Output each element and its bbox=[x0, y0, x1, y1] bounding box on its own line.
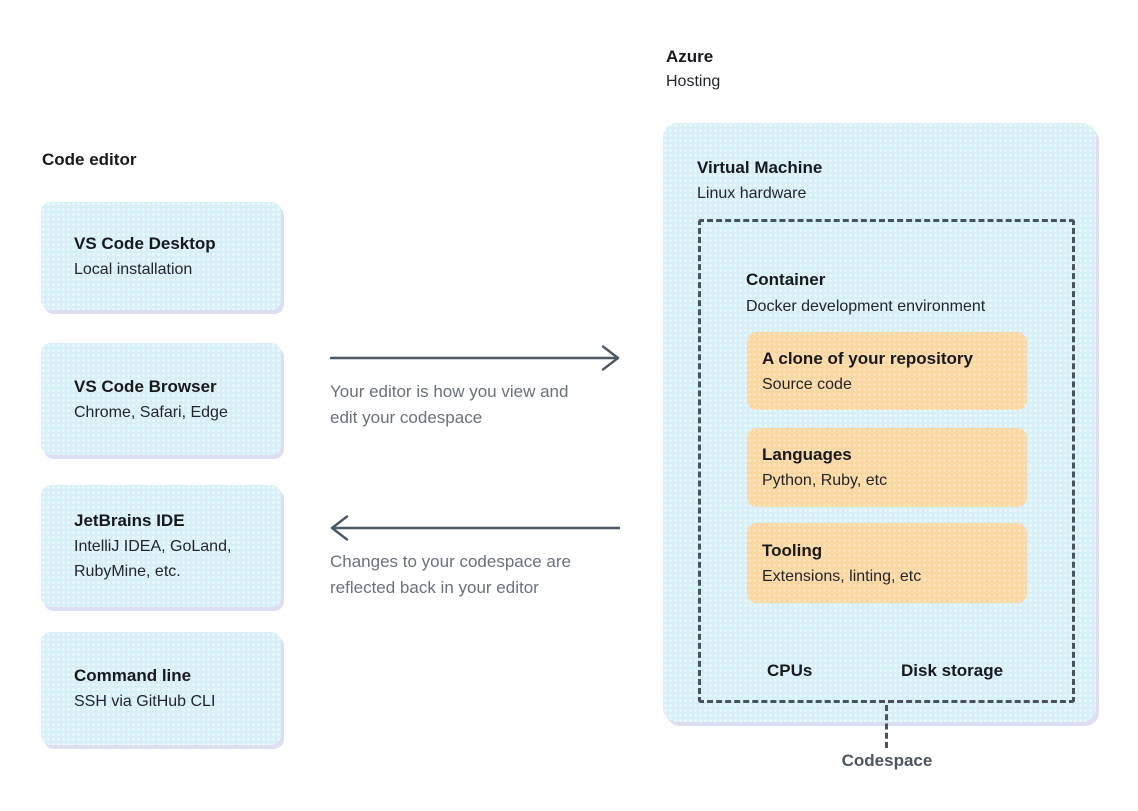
container-box-languages: Languages Python, Ruby, etc bbox=[747, 428, 1027, 507]
box-title: Languages bbox=[762, 445, 852, 464]
editor-box-vscode-browser: VS Code Browser Chrome, Safari, Edge bbox=[41, 343, 281, 455]
azure-heading: Azure bbox=[666, 47, 714, 66]
codespace-connector-line bbox=[885, 705, 888, 748]
box-subtitle: SSH via GitHub CLI bbox=[74, 693, 216, 710]
vm-title: Virtual Machine bbox=[697, 158, 823, 177]
editor-box-vscode-desktop: VS Code Desktop Local installation bbox=[41, 202, 281, 310]
arrow-left-icon bbox=[328, 514, 620, 542]
box-title: Command line bbox=[74, 666, 192, 685]
virtual-machine-box bbox=[663, 123, 1096, 722]
box-subtitle: IntelliJ IDEA, GoLand, RubyMine, etc. bbox=[74, 538, 232, 580]
container-dashed-box bbox=[698, 219, 1075, 703]
box-subtitle: Python, Ruby, etc bbox=[762, 472, 888, 489]
vm-subtitle: Linux hardware bbox=[697, 185, 807, 202]
container-box-tooling: Tooling Extensions, linting, etc bbox=[747, 523, 1027, 603]
box-subtitle: Extensions, linting, etc bbox=[762, 567, 922, 585]
codespace-label: Codespace bbox=[841, 751, 933, 770]
container-box-repository-clone: A clone of your repository Source code bbox=[747, 332, 1027, 410]
editor-box-jetbrains-ide: JetBrains IDE IntelliJ IDEA, GoLand, Rub… bbox=[41, 485, 281, 607]
arrow-right-icon bbox=[330, 344, 622, 372]
box-title: A clone of your repository bbox=[762, 348, 973, 368]
resource-disk-storage: Disk storage bbox=[901, 661, 1004, 680]
box-subtitle: Chrome, Safari, Edge bbox=[74, 403, 228, 421]
box-title: Tooling bbox=[762, 540, 823, 560]
container-subtitle: Docker development environment bbox=[746, 298, 986, 315]
code-editor-heading: Code editor bbox=[42, 150, 137, 169]
box-subtitle: Source code bbox=[762, 375, 852, 393]
flow-caption-editor-to-codespace: Your editor is how you view and edit you… bbox=[330, 382, 569, 427]
box-title: JetBrains IDE bbox=[74, 511, 185, 530]
box-title: VS Code Browser bbox=[74, 376, 217, 396]
flow-caption-codespace-to-editor: Changes to your codespace are reflected … bbox=[330, 552, 571, 597]
azure-subheading: Hosting bbox=[666, 73, 721, 90]
box-title: VS Code Desktop bbox=[74, 233, 216, 253]
resource-cpus: CPUs bbox=[767, 661, 813, 680]
container-title: Container bbox=[746, 270, 826, 289]
editor-box-command-line: Command line SSH via GitHub CLI bbox=[41, 632, 281, 745]
box-subtitle: Local installation bbox=[74, 260, 193, 278]
